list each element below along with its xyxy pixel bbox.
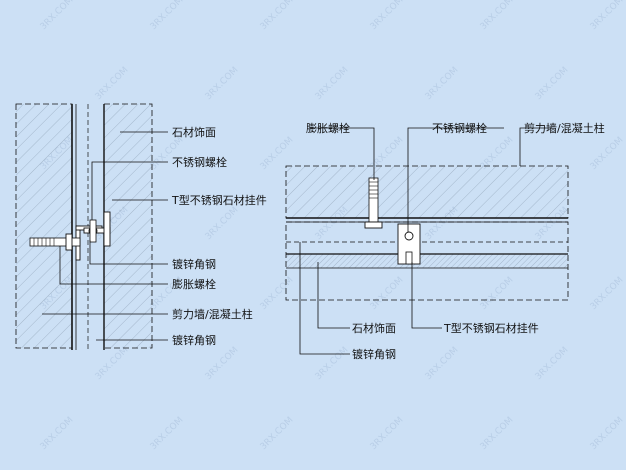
- left-wall-hatch: [16, 104, 72, 348]
- right-horizontal-section: [285, 127, 569, 355]
- watermark-text: 3RX.COM: [369, 415, 406, 452]
- watermark-text: 3RX.COM: [39, 0, 76, 32]
- watermark-text: 3RX.COM: [589, 415, 626, 452]
- left-vertical-section: [15, 103, 168, 350]
- left-t-hanger-head: [103, 211, 111, 247]
- right-label-stone-facing: 石材饰面: [352, 321, 396, 335]
- right-label-shear-wall: 剪力墙/混凝土柱: [524, 121, 605, 135]
- left-bolt-nut: [65, 233, 73, 251]
- watermark-text: 3RX.COM: [149, 415, 186, 452]
- left-leaders: [42, 131, 168, 341]
- right-wall-hatch: [286, 166, 568, 218]
- left-label-galv-angle-top: 镀锌角钢: [172, 257, 216, 271]
- watermark-text: 3RX.COM: [314, 65, 351, 102]
- left-label-shear-wall: 剪力墙/混凝土柱: [172, 307, 253, 321]
- watermark-text: 3RX.COM: [424, 345, 461, 382]
- right-bolt-nut: [364, 221, 383, 229]
- left-label-t-hanger: T型不锈钢石材挂件: [171, 193, 267, 207]
- watermark-text: 3RX.COM: [369, 275, 406, 312]
- left-stone-hatch: [104, 104, 152, 348]
- watermark-text: 3RX.COM: [204, 65, 241, 102]
- right-leaders: [299, 127, 552, 355]
- left-label-expansion-bolt: 膨胀螺栓: [172, 277, 216, 291]
- right-lower-outline: [285, 221, 569, 301]
- watermark-text: 3RX.COM: [314, 345, 351, 382]
- watermark-text: 3RX.COM: [259, 0, 296, 32]
- watermark-text: 3RX.COM: [369, 0, 406, 32]
- right-wall-outline: [285, 165, 569, 219]
- left-expansion-thread: [33, 238, 55, 246]
- right-label-ss-bolt: 不锈钢螺栓: [432, 121, 487, 135]
- right-label-expansion-bolt: 膨胀螺栓: [306, 121, 350, 135]
- right-ss-bolt-head: [404, 231, 414, 241]
- watermark-text: 3RX.COM: [94, 65, 131, 102]
- left-label-galv-angle-bottom: 镀锌角钢: [172, 333, 216, 347]
- watermark-text: 3RX.COM: [204, 345, 241, 382]
- right-hanger-slot: [405, 251, 413, 265]
- watermark-text: 3RX.COM: [39, 415, 76, 452]
- watermark-text: 3RX.COM: [94, 345, 131, 382]
- watermark-text: 3RX.COM: [589, 135, 626, 172]
- watermark-text: 3RX.COM: [479, 275, 516, 312]
- watermark-text: 3RX.COM: [589, 275, 626, 312]
- watermark-text: 3RX.COM: [534, 65, 571, 102]
- right-expansion-bolt: [368, 177, 379, 223]
- watermark-text: 3RX.COM: [479, 415, 516, 452]
- left-label-stone-facing: 石材饰面: [172, 125, 216, 139]
- watermark-text: 3RX.COM: [424, 65, 461, 102]
- watermark-text: 3RX.COM: [259, 275, 296, 312]
- right-stone-hatch: [286, 254, 568, 268]
- left-ss-bolt: [89, 219, 97, 243]
- left-wall-outline: [15, 103, 73, 349]
- right-expansion-thread: [369, 181, 378, 199]
- watermark-text: 3RX.COM: [149, 0, 186, 32]
- watermark-text: 3RX.COM: [589, 0, 626, 32]
- left-expansion-bolt: [29, 237, 81, 247]
- right-label-t-hanger: T型不锈钢石材挂件: [443, 321, 539, 335]
- watermark-text: 3RX.COM: [259, 415, 296, 452]
- watermark-text: 3RX.COM: [534, 345, 571, 382]
- watermark-text: 3RX.COM: [479, 0, 516, 32]
- right-label-galv-angle: 镀锌角钢: [352, 347, 396, 361]
- watermark-text: 3RX.COM: [204, 205, 241, 242]
- left-label-ss-bolt: 不锈钢螺栓: [172, 155, 227, 169]
